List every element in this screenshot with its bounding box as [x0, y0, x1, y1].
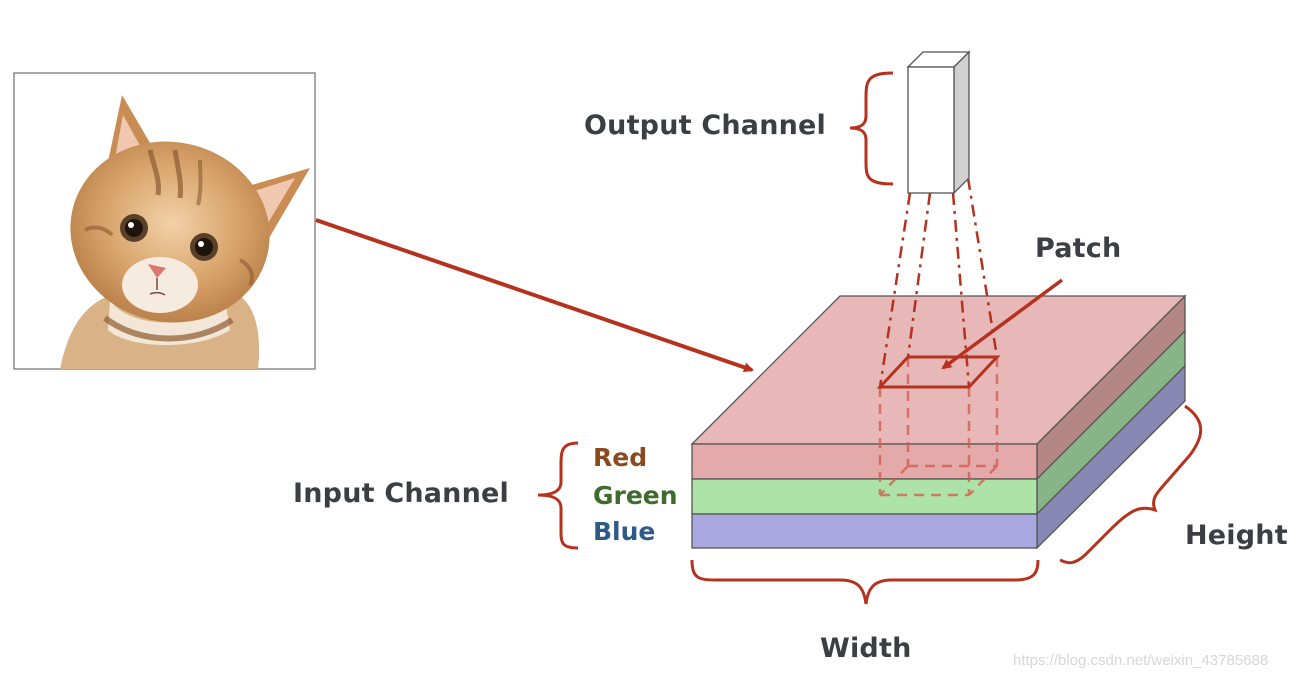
height-brace	[1059, 404, 1203, 565]
green-layer-front	[691, 478, 1038, 515]
watermark: https://blog.csdn.net/weixin_43785688	[1013, 652, 1269, 669]
patch-label: Patch	[1035, 233, 1122, 264]
image-to-volume-arrow	[315, 218, 754, 373]
patch-arrow	[941, 278, 1064, 370]
blue-layer-front	[691, 513, 1038, 549]
height-label: Height	[1185, 520, 1288, 551]
width-brace	[690, 559, 1040, 605]
output-channel-brace	[849, 71, 894, 186]
kitten-image	[13, 72, 316, 370]
patch-depth-lines	[878, 357, 999, 497]
input-channel-label: Input Channel	[293, 478, 509, 509]
width-label: Width	[820, 633, 912, 664]
red-layer-front	[691, 443, 1038, 480]
output-column	[906, 50, 971, 195]
input-volume	[690, 294, 1187, 550]
channel-blue-label: Blue	[593, 517, 656, 546]
projection-lines	[878, 177, 999, 388]
kitten-illustration	[60, 95, 310, 369]
output-channel-label: Output Channel	[584, 110, 827, 141]
channel-green-label: Green	[593, 481, 678, 510]
channel-red-label: Red	[593, 443, 648, 472]
input-channel-brace	[537, 441, 579, 550]
